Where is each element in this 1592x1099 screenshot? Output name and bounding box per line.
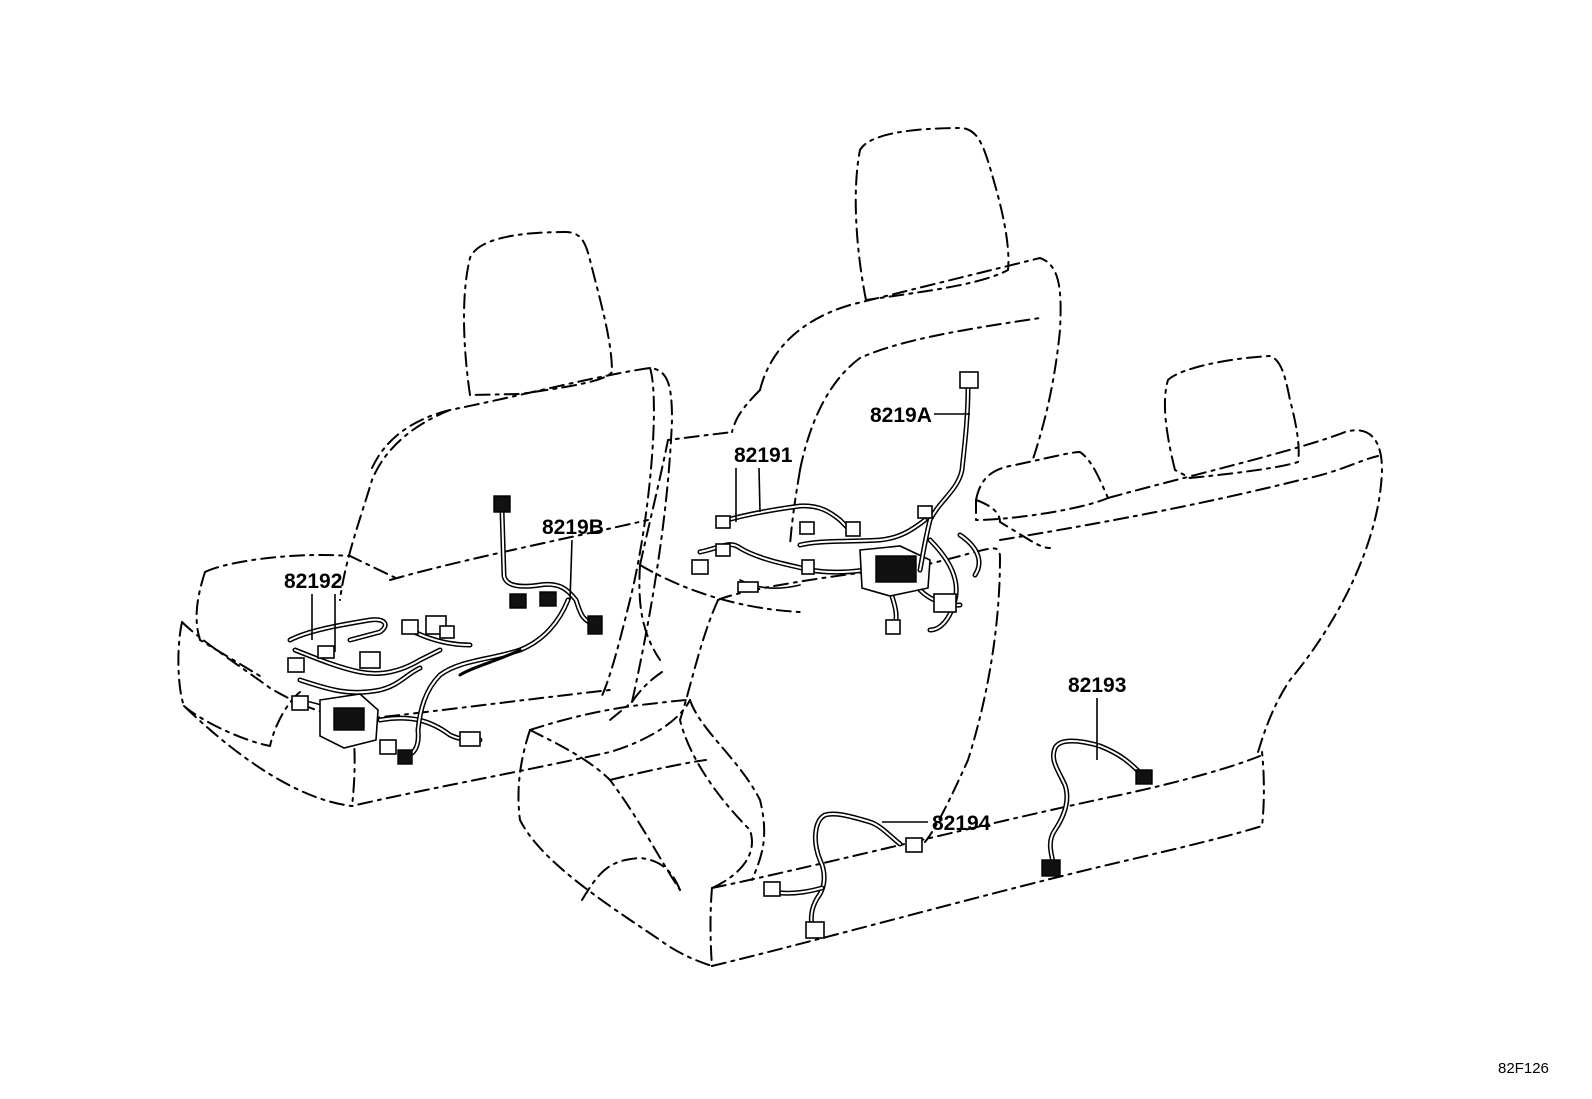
front-right-seat (638, 127, 1062, 661)
harness-82193 (1041, 738, 1153, 877)
part-label-8219B: 8219B (542, 516, 604, 539)
harness-82194 (763, 811, 923, 939)
harness-8219A (917, 371, 979, 573)
leader-82191-b (758, 467, 761, 513)
part-label-82191: 82191 (734, 444, 793, 467)
figure-code: 82F126 (1498, 1060, 1549, 1077)
part-label-82192: 82192 (284, 570, 342, 593)
rear-bench-seat (517, 355, 1383, 967)
leader-8219B (569, 539, 573, 601)
part-label-82194: 82194 (932, 812, 991, 835)
harness-82191 (691, 503, 982, 635)
harness-8219B (397, 495, 603, 765)
harness-82192 (287, 615, 483, 755)
leader-lines (311, 413, 1098, 823)
part-label-8219A: 8219A (870, 404, 932, 427)
front-left-seat (177, 231, 691, 807)
part-label-82193: 82193 (1068, 674, 1126, 697)
